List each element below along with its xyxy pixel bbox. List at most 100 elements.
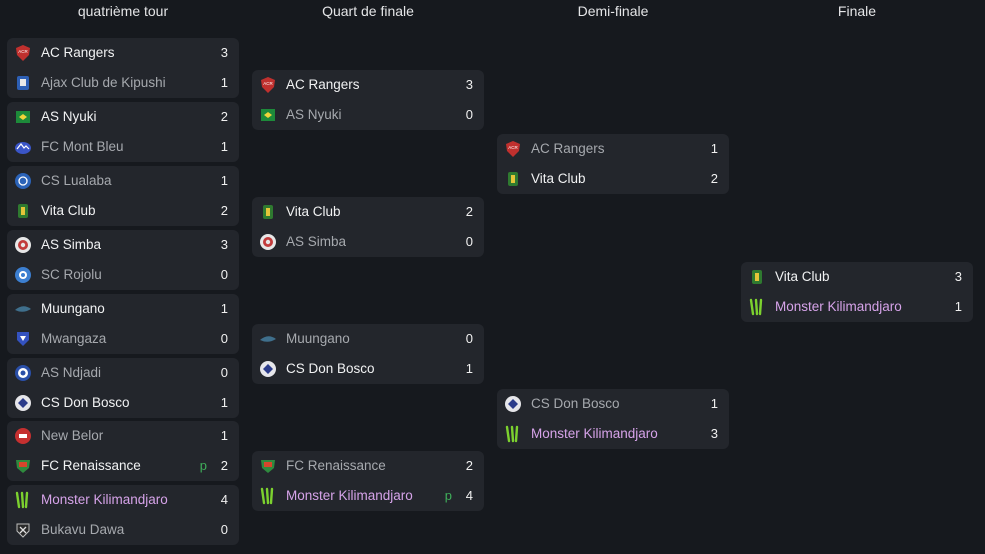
- team-name: Vita Club: [531, 171, 586, 186]
- team-name: Muungano: [286, 331, 350, 346]
- team-name: AS Simba: [41, 237, 102, 252]
- match-card[interactable]: Vita Club 2 AS Simba 0: [252, 197, 484, 257]
- team-score: 2: [220, 203, 228, 218]
- team-score: 1: [954, 299, 962, 314]
- team-score: 1: [220, 395, 228, 410]
- team-score: 3: [465, 77, 473, 92]
- renaissance-logo-icon: [259, 457, 277, 475]
- team-score: 0: [220, 267, 228, 282]
- team-name: AC Rangers: [286, 77, 360, 92]
- team-name: Monster Kilimandjaro: [775, 299, 902, 314]
- team-name: Bukavu Dawa: [41, 522, 125, 537]
- team-score: 2: [220, 458, 228, 473]
- team-score: 1: [220, 75, 228, 90]
- team-name: CS Don Bosco: [286, 361, 375, 376]
- nyuki-logo-icon: [14, 108, 32, 126]
- team-score: 4: [220, 492, 228, 507]
- team-score: 0: [220, 522, 228, 537]
- team-name: Vita Club: [286, 204, 341, 219]
- team-name: AS Ndjadi: [41, 365, 102, 380]
- match-card[interactable]: ACR AC Rangers 1 Vita Club 2: [497, 134, 729, 194]
- match-card[interactable]: ACR AC Rangers 3 AS Nyuki 0: [252, 70, 484, 130]
- team-name: AC Rangers: [531, 141, 605, 156]
- rojolu-logo-icon: [14, 266, 32, 284]
- team-name: Monster Kilimandjaro: [41, 492, 168, 507]
- team-score: 3: [220, 45, 228, 60]
- team-score: 2: [465, 204, 473, 219]
- team-name: FC Renaissance: [286, 458, 386, 473]
- svg-text:ACR: ACR: [18, 49, 28, 54]
- nyuki-logo-icon: [259, 106, 277, 124]
- team-score: 4: [465, 488, 473, 503]
- vita-club-logo-icon: [748, 268, 766, 286]
- team-name: Vita Club: [775, 269, 830, 284]
- team-score: 0: [465, 331, 473, 346]
- team-score: 2: [710, 171, 718, 186]
- team-score: 3: [220, 237, 228, 252]
- team-score: 0: [465, 107, 473, 122]
- rangers-logo-icon: ACR: [259, 76, 277, 94]
- team-name: CS Don Bosco: [41, 395, 130, 410]
- rangers-logo-icon: ACR: [504, 140, 522, 158]
- vita-club-logo-icon: [14, 202, 32, 220]
- svg-text:ACR: ACR: [263, 81, 273, 86]
- vita-club-logo-icon: [259, 203, 277, 221]
- team-name: Monster Kilimandjaro: [531, 426, 658, 441]
- team-score: 3: [954, 269, 962, 284]
- muungano-logo-icon: [259, 330, 277, 348]
- team-score: 1: [710, 396, 718, 411]
- team-score: 0: [220, 365, 228, 380]
- vita-club-logo-icon: [504, 170, 522, 188]
- rangers-logo-icon: ACR: [14, 44, 32, 62]
- round-title-r16: quatrième tour: [77, 3, 169, 19]
- lualaba-logo-icon: [14, 172, 32, 190]
- svg-text:ACR: ACR: [508, 145, 518, 150]
- don-bosco-logo-icon: [504, 395, 522, 413]
- monster-logo-icon: [14, 491, 32, 509]
- ajax-kipushi-logo-icon: [14, 74, 32, 92]
- team-name: AS Nyuki: [286, 107, 342, 122]
- team-name: Muungano: [41, 301, 105, 316]
- match-card[interactable]: Muungano 1 Mwangaza 0: [7, 294, 239, 354]
- mont-bleu-logo-icon: [14, 138, 32, 156]
- team-score: 1: [220, 173, 228, 188]
- team-score: 1: [220, 139, 228, 154]
- match-card[interactable]: AS Simba 3 SC Rojolu 0: [7, 230, 239, 290]
- simba-logo-icon: [259, 233, 277, 251]
- team-score: 0: [465, 234, 473, 249]
- new-belor-logo-icon: [14, 427, 32, 445]
- mwangaza-logo-icon: [14, 330, 32, 348]
- simba-logo-icon: [14, 236, 32, 254]
- team-score: 0: [220, 331, 228, 346]
- round-title-final: Finale: [837, 3, 877, 19]
- team-name: AC Rangers: [41, 45, 115, 60]
- team-name: Monster Kilimandjaro: [286, 488, 413, 503]
- team-name: AS Nyuki: [41, 109, 97, 124]
- team-score: 2: [220, 109, 228, 124]
- team-score: 1: [220, 301, 228, 316]
- don-bosco-logo-icon: [259, 360, 277, 378]
- team-score: 1: [465, 361, 473, 376]
- round-title-semi: Demi-finale: [577, 3, 649, 19]
- bukavu-logo-icon: [14, 521, 32, 539]
- match-card[interactable]: CS Lualaba 1 Vita Club 2: [7, 166, 239, 226]
- match-card[interactable]: AS Ndjadi 0 CS Don Bosco 1: [7, 358, 239, 418]
- team-score: 1: [220, 428, 228, 443]
- match-card[interactable]: Vita Club 3 Monster Kilimandjaro 1: [741, 262, 973, 322]
- team-name: Mwangaza: [41, 331, 107, 346]
- team-name: AS Simba: [286, 234, 347, 249]
- team-name: CS Lualaba: [41, 173, 112, 188]
- penalty-marker: p: [444, 488, 452, 503]
- match-card[interactable]: Muungano 0 CS Don Bosco 1: [252, 324, 484, 384]
- match-card[interactable]: Monster Kilimandjaro 4 Bukavu Dawa 0: [7, 485, 239, 545]
- round-title-quarter: Quart de finale: [322, 3, 414, 19]
- team-name: Vita Club: [41, 203, 96, 218]
- team-name: SC Rojolu: [41, 267, 102, 282]
- team-score: 1: [710, 141, 718, 156]
- team-name: FC Renaissance: [41, 458, 141, 473]
